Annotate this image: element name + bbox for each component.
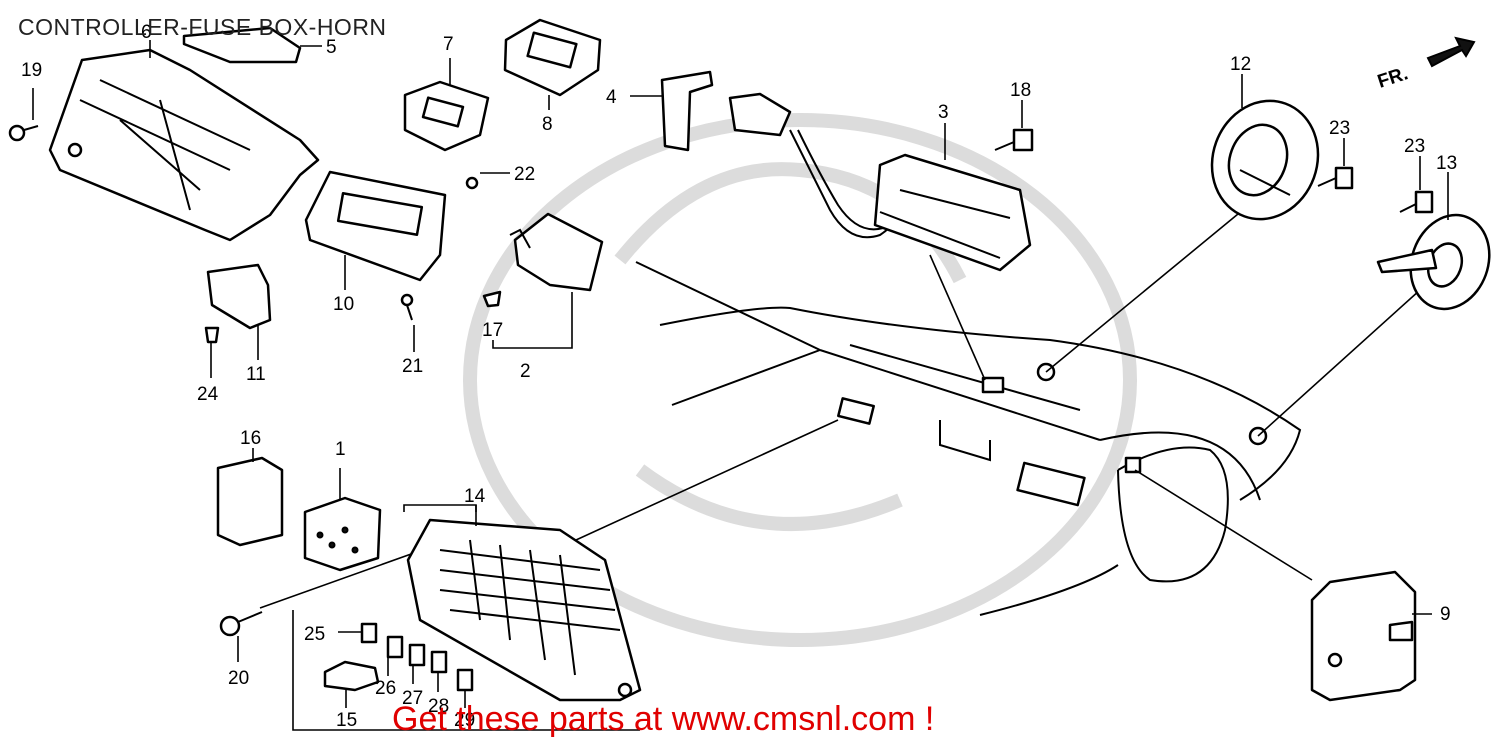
part-2-relay <box>509 212 604 292</box>
callout-5: 5 <box>326 37 337 58</box>
part-16-relay <box>216 448 284 547</box>
callout-2: 2 <box>520 361 531 382</box>
part-14-fuse-box <box>406 505 642 702</box>
callout-28: 28 <box>428 696 449 717</box>
callout-27: 27 <box>402 688 423 709</box>
callout-11: 11 <box>246 364 266 385</box>
part-4-bracket <box>630 70 714 152</box>
callout-labels: 1 2 3 4 5 6 7 8 9 10 11 12 13 14 15 16 1… <box>21 22 1457 731</box>
callout-13: 13 <box>1436 153 1457 174</box>
callout-14: 14 <box>464 486 486 507</box>
part-23b-bolt <box>1399 156 1434 214</box>
callout-25: 25 <box>304 624 325 645</box>
part-18-bolt <box>994 100 1034 152</box>
callout-1: 1 <box>335 439 346 460</box>
part-29-fuse <box>456 668 474 708</box>
part-22-screw <box>465 172 510 190</box>
callout-23a: 23 <box>1329 118 1350 139</box>
callout-7: 7 <box>443 34 454 55</box>
part-5-bracket <box>182 26 322 64</box>
callout-26: 26 <box>375 678 396 699</box>
callout-23b: 23 <box>1404 136 1425 157</box>
part-21-screw <box>400 293 415 352</box>
direction-label: FR. <box>1375 63 1411 92</box>
callout-24: 24 <box>197 384 219 405</box>
callout-12: 12 <box>1230 54 1251 75</box>
callout-17: 17 <box>482 320 503 341</box>
vehicle-body-outline <box>635 261 1302 616</box>
callout-8: 8 <box>542 114 553 135</box>
part-13-horn <box>1376 172 1491 311</box>
part-20-bolt <box>219 611 263 662</box>
part-3-control-unit <box>728 92 1032 272</box>
callout-3: 3 <box>938 102 949 123</box>
part-23a-bolt <box>1317 138 1354 190</box>
part-19-bolt <box>8 88 39 142</box>
part-1-relay <box>303 468 382 572</box>
leader-lines <box>259 199 1421 731</box>
part-25-fuse <box>338 622 378 644</box>
callout-20: 20 <box>228 668 249 689</box>
callout-4: 4 <box>606 87 617 108</box>
promo-link-text[interactable]: Get these parts at www.cmsnl.com ! <box>392 700 935 738</box>
part-7-control-unit <box>403 58 490 152</box>
part-6-bracket <box>48 40 320 242</box>
part-24-screw <box>204 326 220 378</box>
callout-29: 29 <box>454 710 475 731</box>
callout-15: 15 <box>336 710 357 731</box>
part-28-fuse <box>430 650 448 692</box>
part-9-control-unit <box>1310 570 1432 702</box>
callout-9: 9 <box>1440 604 1451 625</box>
callout-18: 18 <box>1010 80 1031 101</box>
part-17-clip <box>482 290 502 308</box>
diagram-title: CONTROLLER-FUSE BOX-HORN <box>18 14 387 40</box>
part-15-fuse-puller <box>323 660 380 708</box>
part-27-fuse <box>408 643 426 684</box>
part-26-fuse <box>386 635 404 676</box>
part-10-control-unit <box>304 170 447 290</box>
callout-6: 6 <box>141 22 152 43</box>
part-12-horn <box>1210 74 1320 221</box>
callout-22: 22 <box>514 164 535 185</box>
callout-19: 19 <box>21 60 42 81</box>
callout-16: 16 <box>240 428 261 449</box>
callout-10: 10 <box>333 294 354 315</box>
front-direction-arrow-icon: FR. <box>1375 36 1476 93</box>
part-11-relay-bracket <box>206 263 272 360</box>
callout-21: 21 <box>402 356 423 377</box>
part-8-control-unit <box>503 18 602 110</box>
